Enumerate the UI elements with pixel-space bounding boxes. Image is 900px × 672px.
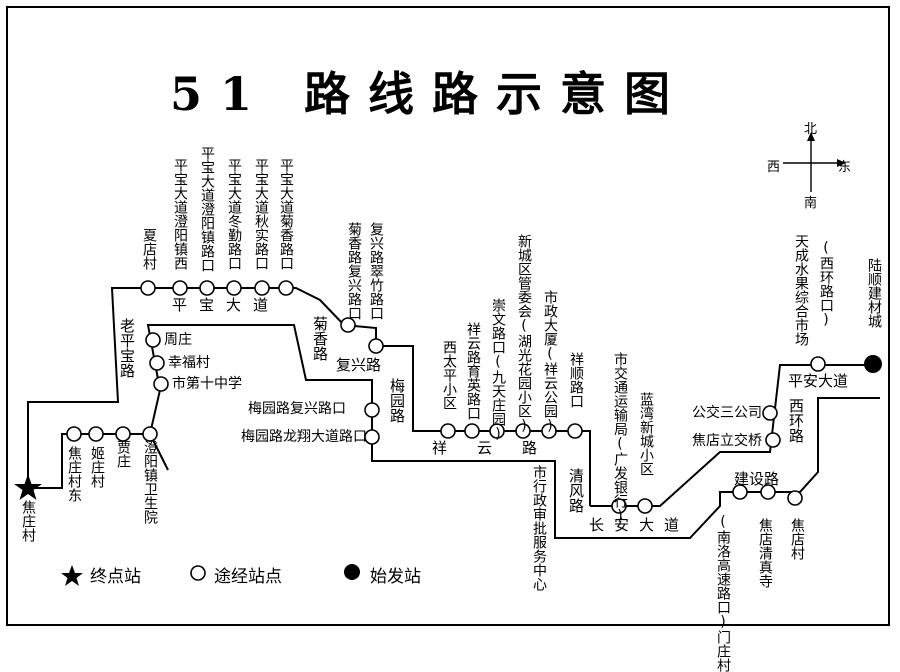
- road-laopingbao: 老平宝路: [118, 318, 136, 378]
- station-luxun: 陆顺建材城: [866, 258, 882, 328]
- station-pb-chengyang-west: 平宝大道澄阳镇西: [172, 158, 188, 270]
- station-shixingzheng: 市行政审批服务中心: [531, 465, 547, 591]
- station-meiyuan-longxiang: 梅园路龙翔大道路口: [241, 429, 367, 445]
- station-fuxing-cuizhu: 复兴路翠竹路口: [368, 222, 384, 320]
- compass-east: 东: [838, 160, 852, 175]
- station-dot: [541, 423, 557, 439]
- compass-south: 南: [804, 196, 818, 211]
- station-dot: [364, 429, 380, 445]
- route-map: [14, 132, 882, 586]
- road-xihuan: 西环路: [787, 398, 805, 443]
- station-dot: [765, 432, 781, 448]
- legend-terminal-label: 终点站: [90, 567, 141, 587]
- station-dot: [254, 280, 270, 296]
- map-frame: [6, 6, 890, 626]
- legend-via-label: 途经站点: [214, 567, 282, 587]
- station-dot: [278, 280, 294, 296]
- station-dot: [489, 423, 505, 439]
- road-changan: 长安大道: [589, 516, 690, 534]
- station-dot: [149, 355, 165, 371]
- station-dot: [762, 405, 778, 421]
- road-pingbao: 平宝大道: [172, 296, 281, 314]
- station-jiaodian-qingzhen: 焦店清真寺: [757, 518, 773, 588]
- compass-icon: [783, 132, 846, 192]
- road-fuxing: 复兴路: [336, 356, 382, 374]
- road-juxiang: 菊香路: [311, 316, 329, 361]
- via-stations: [66, 280, 826, 514]
- station-dot: [145, 332, 161, 348]
- legend-via-icon: [190, 565, 206, 581]
- station-dot: [611, 498, 627, 514]
- station-dot: [464, 423, 480, 439]
- compass-west: 西: [767, 160, 781, 175]
- station-xiangyun-yuying: 祥云路育英路口: [465, 322, 481, 420]
- station-dot: [368, 338, 384, 354]
- station-dot: [440, 423, 456, 439]
- station-dot: [787, 490, 803, 506]
- station-xinchengqu: 新城区管委会(湖光花园小区): [516, 234, 532, 434]
- station-dot: [172, 280, 188, 296]
- station-shijiaotong: 市交通运输局(广发银行): [612, 352, 628, 524]
- legend-star-icon: [61, 565, 83, 586]
- legend-origin-icon: [344, 564, 360, 580]
- station-xiadian: 夏店村: [141, 228, 157, 270]
- station-dot: [115, 426, 131, 442]
- station-dot: [66, 426, 82, 442]
- terminal-star-icon: [14, 474, 42, 500]
- station-dot: [153, 376, 169, 392]
- station-jiaozhuang-east: 焦庄村东: [66, 446, 82, 502]
- station-dot: [226, 280, 242, 296]
- station-meiyuan-fuxing: 梅园路复兴路口: [248, 401, 346, 417]
- map-title: 51 路线路示意图: [170, 67, 689, 121]
- station-gongjiao-san: 公交三公司: [692, 405, 762, 421]
- station-dot: [199, 280, 215, 296]
- road-meiyuan: 梅园路: [388, 378, 406, 423]
- station-jizhuang: 姬庄村: [89, 446, 105, 488]
- station-xiangshun: 祥顺路口: [568, 352, 584, 408]
- station-dot: [142, 426, 158, 442]
- station-tiancheng: 天成水果综合市场: [793, 234, 809, 346]
- station-pb-chengyang-road: 平宝大道澄阳镇路口: [199, 146, 215, 272]
- station-pb-dongqin: 平宝大道冬勤路口: [226, 158, 242, 270]
- station-dot: [340, 317, 356, 333]
- station-dot: [637, 498, 653, 514]
- station-dot: [567, 423, 583, 439]
- road-jianshe: 建设路: [734, 470, 780, 488]
- station-jiaozhuang: 焦庄村: [20, 500, 36, 542]
- station-dot: [515, 423, 531, 439]
- origin-station-dot: [864, 355, 882, 373]
- station-dot: [732, 484, 748, 500]
- station-dot: [140, 280, 156, 296]
- station-lanwan: 蓝湾新城小区: [638, 392, 654, 476]
- station-jiaodian-jiaoqiao: 焦店立交桥: [692, 433, 762, 449]
- station-xitaiping: 西太平小区: [441, 340, 457, 410]
- road-xiangyun: 祥云路: [432, 439, 568, 457]
- station-zhouzhuang: 周庄: [164, 332, 192, 348]
- station-dot: [760, 484, 776, 500]
- legend-origin-label: 始发站: [370, 567, 421, 587]
- station-jiazhuang: 贾庄: [115, 440, 131, 468]
- station-pb-qiushi: 平宝大道秋实路口: [253, 158, 269, 270]
- road-pingan: 平安大道: [788, 372, 849, 390]
- station-pb-juxiang: 平宝大道菊香路口: [278, 158, 294, 270]
- station-dot: [810, 356, 826, 372]
- station-nanluo-menzhuang: (南洛高速路口)门庄村: [715, 514, 731, 672]
- station-chongwen: 崇文路口(九天庄园): [490, 298, 506, 442]
- road-qingfeng: 清风路: [567, 468, 585, 513]
- station-shizhengdasha: 市政大厦(祥云公园): [542, 290, 558, 434]
- station-xihuan-kou: (西环路口): [818, 240, 834, 328]
- station-jiaodian-village: 焦店村: [789, 518, 805, 560]
- compass-north: 北: [804, 122, 818, 137]
- station-dot: [364, 402, 380, 418]
- station-chengyang-weisheng: 澄阳镇卫生院: [142, 440, 158, 524]
- station-dot: [88, 426, 104, 442]
- station-shidishi: 市第十中学: [172, 376, 242, 392]
- station-juxiang-fuxing: 菊香路复兴路口: [346, 222, 362, 320]
- station-xingfu: 幸福村: [168, 355, 210, 371]
